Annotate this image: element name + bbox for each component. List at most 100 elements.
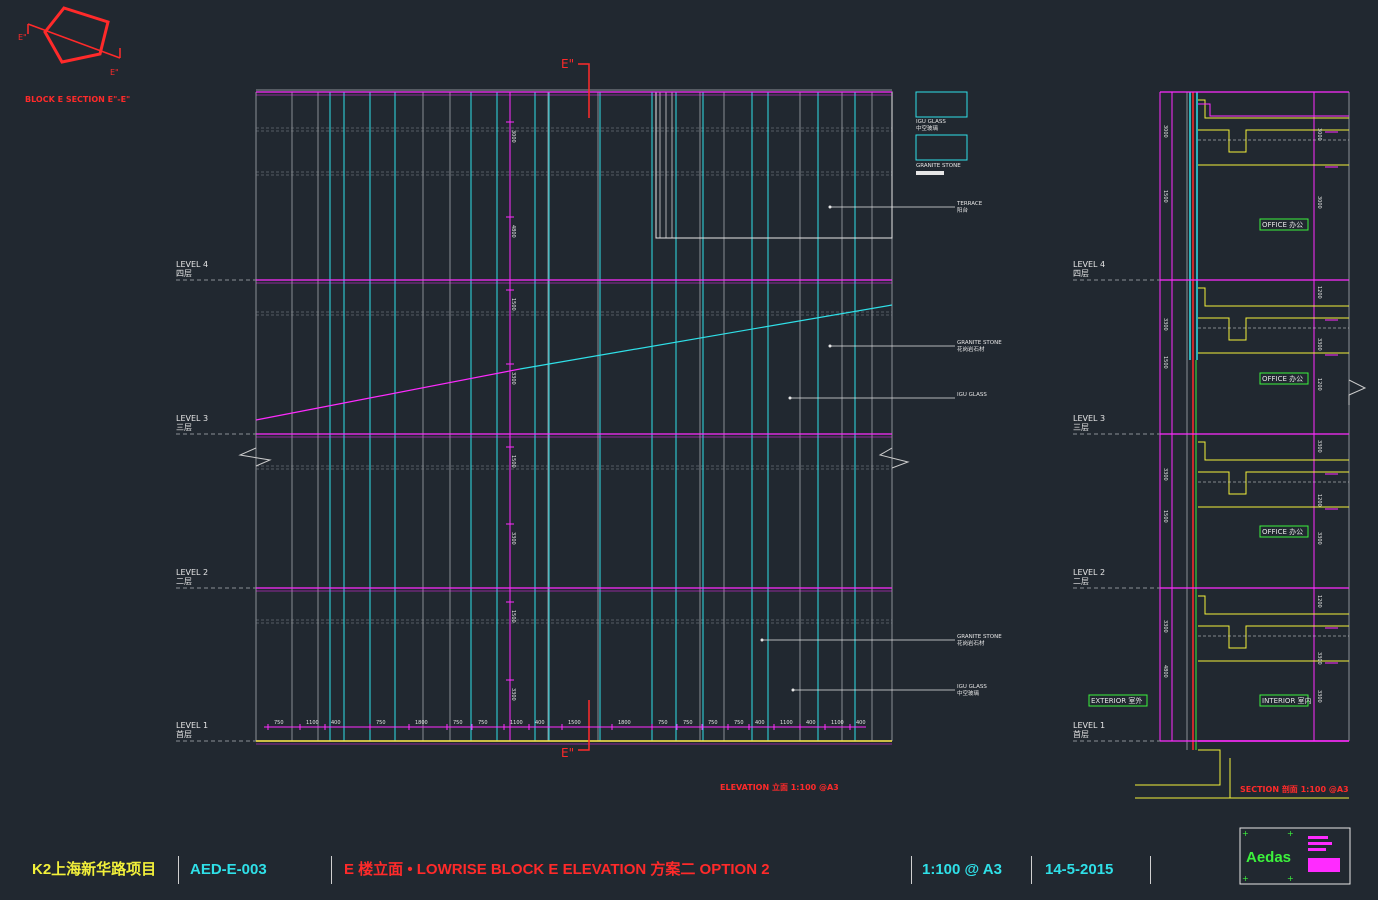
title-block-date: 14-5-2015 <box>1045 861 1114 878</box>
terrace-outline <box>655 91 893 239</box>
room-tag-label: OFFICE 办公 <box>1262 527 1303 536</box>
section-left-dimension-value: 3300 <box>1162 468 1168 481</box>
callout-label: GRANITE STONE <box>957 634 1002 640</box>
vertical-dimension-value: 1500 <box>510 455 516 468</box>
logo-block <box>1308 858 1340 872</box>
key-plan-title: BLOCK E SECTION E"-E" <box>25 95 130 104</box>
floor-beam <box>1198 625 1349 649</box>
section-left-dimension-value: 1500 <box>1162 356 1168 369</box>
section-right-dimension-value: 3300 <box>1316 690 1322 703</box>
level-name: LEVEL 4 <box>176 260 208 269</box>
level-name: LEVEL 3 <box>1073 414 1105 423</box>
break-mark-left <box>238 447 272 467</box>
exterior-tag-box <box>1088 694 1148 707</box>
elevation-grid <box>255 89 893 741</box>
callout-arrowhead <box>828 344 832 348</box>
floor-slab <box>1198 595 1349 615</box>
section-break-mark <box>1348 379 1367 405</box>
section-left-dimension-value: 1500 <box>1162 190 1168 203</box>
level-name: LEVEL 2 <box>1073 568 1105 577</box>
section-right-dimensions: 3000300012003300120033001200330012003300… <box>1316 128 1322 703</box>
foundation-line <box>1135 749 1221 786</box>
vertical-dimension-value: 3000 <box>510 130 516 143</box>
key-plan: E" E" BLOCK E SECTION E"-E" <box>18 6 130 104</box>
roof-parapet <box>1198 103 1349 117</box>
level-name: LEVEL 1 <box>176 721 208 730</box>
section-right-dimension-value: 3000 <box>1316 196 1322 209</box>
callout-label: IGU GLASS <box>957 684 987 690</box>
section-title: SECTION 剖面 1:100 @A3 <box>1240 784 1349 794</box>
elevation-title: ELEVATION 立面 1:100 @A3 <box>720 782 839 792</box>
sloped-roof-line-cyan <box>519 304 893 370</box>
level-name-cn: 二层 <box>176 577 192 586</box>
material-legend: IGU GLASS 中空玻璃 GRANITE STONE <box>915 91 968 175</box>
glazing-frame <box>534 91 550 742</box>
bottom-dimension-value: 400 <box>331 720 341 726</box>
section-cut-label-top: E" <box>561 57 574 71</box>
section-structure <box>1135 91 1367 799</box>
bottom-dimension-value: 400 <box>856 720 866 726</box>
section-left-dimension-value: 1500 <box>1162 510 1168 523</box>
section-right-dimension-value: 3300 <box>1316 440 1322 453</box>
section-left-dimension-value: 3300 <box>1162 318 1168 331</box>
section-cut-marker-top <box>578 63 590 118</box>
legend-igu-glass-cn: 中空玻璃 <box>916 124 939 132</box>
section-left-dimension-value: 4800 <box>1162 665 1168 678</box>
floor-slab <box>1198 441 1349 461</box>
bottom-dimension-value: 1500 <box>568 720 581 726</box>
floor-beam <box>1198 317 1349 341</box>
logo-bar-1 <box>1308 836 1328 839</box>
level-name-cn: 四层 <box>1073 269 1089 278</box>
level-name-cn: 三层 <box>176 423 192 432</box>
room-tag-label: INTERIOR 室内 <box>1262 696 1312 705</box>
section-right-dimension-value: 1200 <box>1316 378 1322 391</box>
vertical-dimension-value: 4800 <box>510 225 516 238</box>
legend-igu-glass-label: IGU GLASS <box>916 119 946 125</box>
title-block-divider <box>1150 856 1151 884</box>
bottom-dimension-value: 1100 <box>306 720 319 726</box>
legend-scale-bar <box>916 171 944 175</box>
level-name-cn: 二层 <box>1073 577 1089 586</box>
section-right-dimension-value: 3300 <box>1316 338 1322 351</box>
logo-corner-mark-tr: + <box>1287 829 1294 838</box>
room-tag-box <box>1259 218 1309 231</box>
vertical-dimension-value: 1500 <box>510 610 516 623</box>
callout-label: TERRACE <box>956 201 983 207</box>
title-block-project: K2上海新华路项目 <box>32 861 157 878</box>
section-cut-marker-bottom <box>578 700 590 751</box>
key-plan-cut-line <box>27 23 121 59</box>
aedas-logo: Aedas <box>1246 849 1291 866</box>
title-block-divider <box>911 856 912 884</box>
callout-label-cn: 花岗岩石材 <box>957 639 985 647</box>
callout-label-cn: 阳台 <box>957 206 969 214</box>
callout-label: GRANITE STONE <box>957 340 1002 346</box>
legend-igu-glass-swatch <box>915 91 968 118</box>
vertical-dimension-value: 1500 <box>510 298 516 311</box>
room-tag-box <box>1259 372 1309 385</box>
room-tag-box <box>1259 525 1309 538</box>
section-right-dimension-value: 1200 <box>1316 595 1322 608</box>
bottom-dimension-value: 750 <box>683 720 693 726</box>
room-tag-label: OFFICE 办公 <box>1262 374 1303 383</box>
vertical-dimension-value: 3300 <box>510 372 516 385</box>
exterior-tag-label: EXTERIOR 室外 <box>1091 696 1142 705</box>
logo-bar-3 <box>1308 848 1326 851</box>
section-left-dimension-value: 3300 <box>1162 620 1168 633</box>
callout-label: IGU GLASS <box>957 392 987 398</box>
floor-slab <box>1198 99 1349 119</box>
title-block-divider <box>331 856 332 884</box>
floor-beam <box>1198 129 1349 153</box>
bottom-dimension-value: 1800 <box>618 720 631 726</box>
level-name-cn: 首层 <box>1073 729 1089 739</box>
level-name: LEVEL 1 <box>1073 721 1105 730</box>
callout-label-cn: 花岗岩石材 <box>957 345 985 353</box>
bottom-dimension-value: 400 <box>535 720 545 726</box>
bottom-dimension-value: 750 <box>453 720 463 726</box>
bottom-dimension-value: 400 <box>806 720 816 726</box>
glazing-frame <box>470 91 498 742</box>
title-block-drawing-title: E 楼立面 • LOWRISE BLOCK E ELEVATION 方案二 OP… <box>344 861 770 878</box>
